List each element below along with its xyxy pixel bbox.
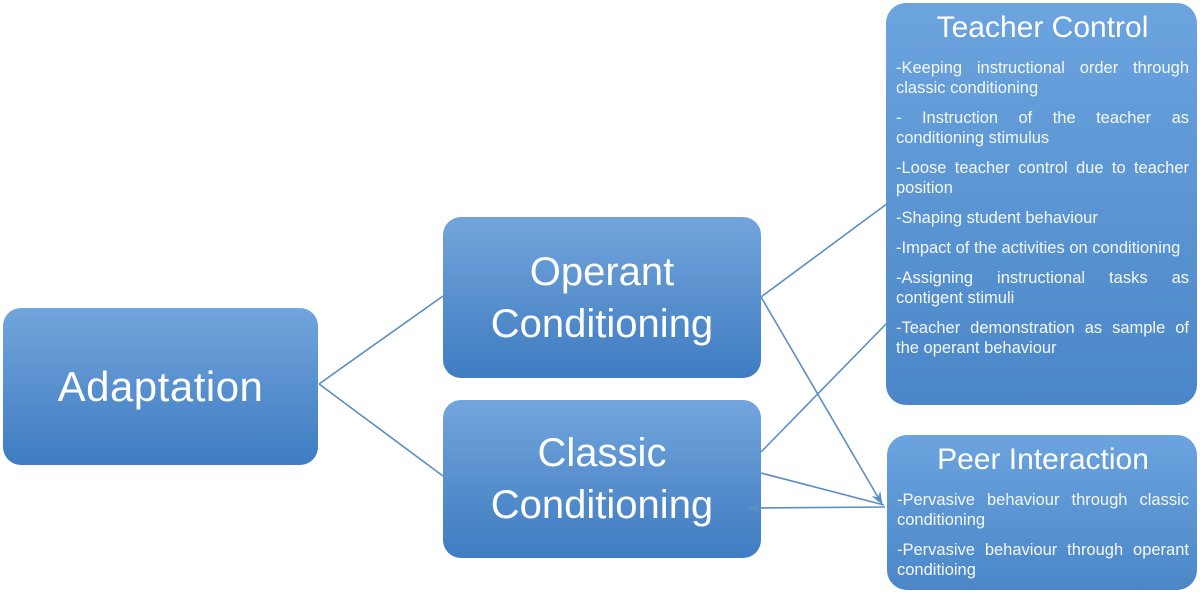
- bullet-item: -Keeping instructional order through cla…: [896, 59, 1189, 97]
- node-operant-conditioning-label: Operant Conditioning: [490, 249, 714, 346]
- node-teacher-control: Teacher Control -Keeping instructional o…: [886, 3, 1197, 405]
- bullet-item: -Pervasive behaviour through operant con…: [897, 541, 1189, 579]
- bullet-item: -Pervasive behaviour through classic con…: [897, 491, 1189, 529]
- connector-peer-interaction-classic-arrow: [747, 502, 886, 513]
- bullet-item: -Teacher demonstration as sample of the …: [896, 319, 1189, 357]
- node-peer-interaction-title: Peer Interaction: [937, 443, 1149, 476]
- connector-adaptation-operant: [318, 295, 444, 385]
- bullet-item: -Impact of the activities on conditionin…: [896, 239, 1181, 257]
- node-teacher-control-title: Teacher Control: [936, 11, 1149, 44]
- connector-operant-peer-interaction: [760, 296, 883, 505]
- node-classic-conditioning: Classic Conditioning: [443, 400, 761, 558]
- connector-classic-teacher-control: [760, 321, 889, 453]
- connector-adaptation-classic: [318, 383, 444, 477]
- node-adaptation-label: Adaptation: [57, 362, 264, 410]
- connector-operant-teacher-control: [760, 202, 889, 298]
- connector-classic-peer-interaction: [760, 472, 885, 506]
- bullet-item: - Instruction of the teacher as conditio…: [896, 109, 1189, 147]
- node-peer-interaction: Peer Interaction -Pervasive behaviour th…: [887, 435, 1197, 590]
- bullet-item: -Loose teacher control due to teacher po…: [896, 159, 1189, 197]
- node-operant-conditioning: Operant Conditioning: [443, 217, 761, 378]
- node-classic-conditioning-label: Classic Conditioning: [490, 431, 714, 527]
- bullet-item: -Assigning instructional tasks as contig…: [896, 269, 1189, 307]
- bullet-item: -Shaping student behaviour: [896, 209, 1098, 227]
- node-adaptation: Adaptation: [3, 308, 318, 465]
